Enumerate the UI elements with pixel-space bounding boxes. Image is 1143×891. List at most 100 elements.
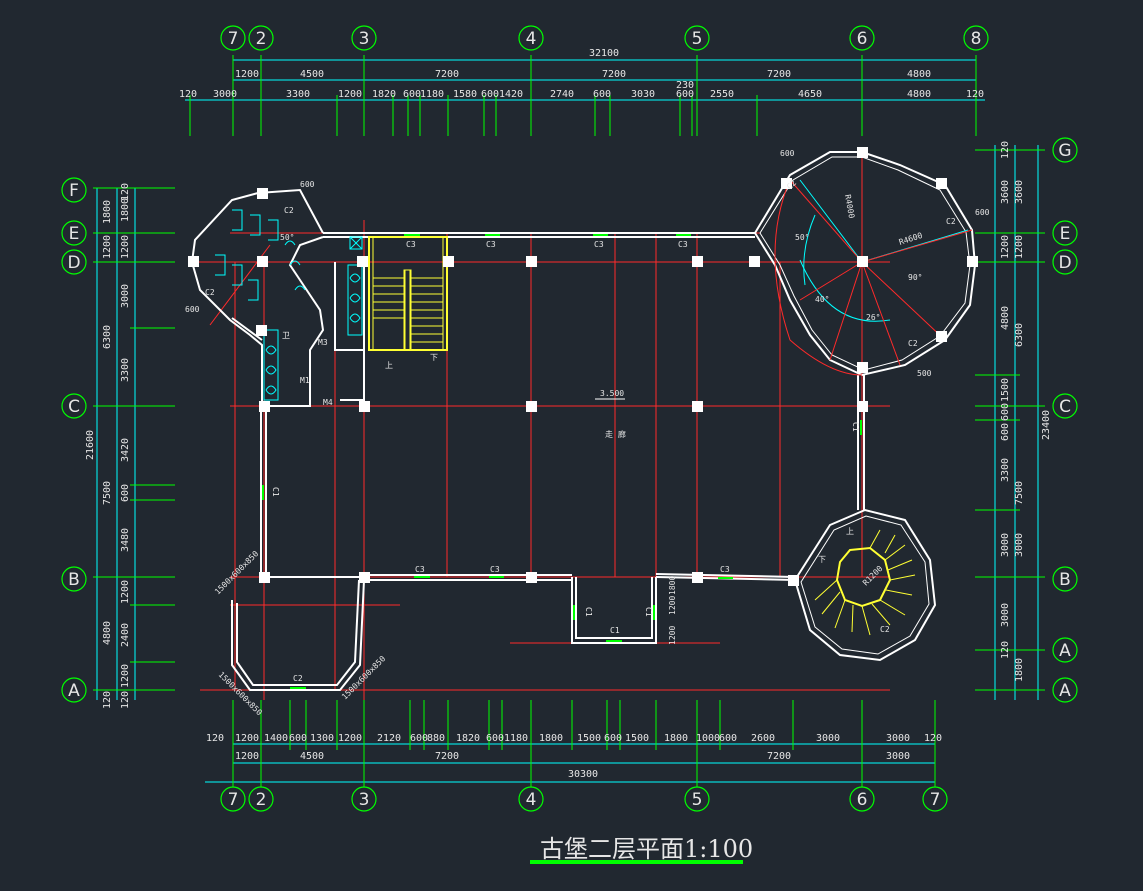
- axis-right-4-label: B: [1059, 570, 1071, 590]
- dim-left-row2-10: 1200: [120, 664, 131, 688]
- dim-bottom-row2-11: 1180: [504, 733, 528, 744]
- dim-top-row2-3: 1200: [338, 89, 362, 100]
- window-c3-2: C3: [486, 240, 496, 249]
- dim-bottom-row2-10: 600: [486, 733, 504, 744]
- wall-dim-2: 1200: [668, 596, 677, 615]
- dim-top-row1-4: 7200: [767, 69, 791, 80]
- axis-top-4-label: 5: [692, 29, 703, 49]
- window-c1-5: C1: [851, 422, 860, 432]
- dim-top-row2-7: 1580: [453, 89, 477, 100]
- dim-bottom-row2-7: 600: [410, 733, 428, 744]
- angle-2: 40°: [815, 295, 829, 304]
- window-c2-4: C2: [946, 217, 956, 226]
- window-c3-5: C3: [415, 565, 425, 574]
- dim-left-row2-11: 120: [120, 691, 131, 709]
- axis-bottom-3-label: 4: [526, 790, 537, 810]
- axis-top-3-label: 4: [526, 29, 537, 49]
- dim-top-row2-12: 3030: [631, 89, 655, 100]
- axis-left-4-label: B: [68, 570, 80, 590]
- dim-left-row2-7: 3480: [120, 528, 131, 552]
- axis-left-0-label: F: [69, 181, 79, 201]
- dim-top-small: 230: [676, 80, 694, 91]
- dim-top-row2-2: 3300: [286, 89, 310, 100]
- fixtures: [215, 179, 969, 401]
- window-c2-6: C2: [880, 625, 890, 634]
- dim-bottom-row2-0: 120: [206, 733, 224, 744]
- axis-top-2-bubble: [351, 25, 377, 51]
- dim-bottom-row2-15: 1500: [625, 733, 649, 744]
- dim-left-row2-5: 3420: [120, 438, 131, 462]
- axis-top-5-label: 6: [857, 29, 868, 49]
- dim-top-row2-1: 3000: [213, 89, 237, 100]
- dim-bottom-row2-3: 600: [289, 733, 307, 744]
- dim-top-row2-15: 4650: [798, 89, 822, 100]
- angle-4: 90°: [908, 273, 922, 282]
- axis-left-3-bubble: [61, 393, 87, 419]
- dim-bottom-row1-1: 4500: [300, 751, 324, 762]
- axis-right-6-bubble: [1052, 677, 1078, 703]
- dim-bottom-row2-19: 2600: [751, 733, 775, 744]
- axis-bottom-0-label: 7: [228, 790, 239, 810]
- axis-bottom-2-label: 3: [359, 790, 370, 810]
- dim-right-total: 23400: [1041, 410, 1052, 440]
- dim-top-row2-13: 600: [676, 89, 694, 100]
- dim-bottom-row2-21: 3000: [886, 733, 910, 744]
- room-label: 走 廊: [605, 429, 626, 439]
- dim-right-row2-8: 3000: [1000, 533, 1011, 557]
- dim-bottom-row2-2: 1400: [264, 733, 288, 744]
- stair-up-label: 上: [385, 361, 393, 370]
- axis-left-1-bubble: [61, 220, 87, 246]
- stair-down-label: 下: [430, 353, 438, 362]
- drawing-title-block: 古堡二层平面1:100: [530, 835, 753, 864]
- axis-bottom-0-bubble: [220, 786, 246, 812]
- window-c3-4: C3: [678, 240, 688, 249]
- dim-top-row1-0: 1200: [235, 69, 259, 80]
- window-c3-1: C3: [406, 240, 416, 249]
- dim-left-row2-2: 1200: [120, 235, 131, 259]
- dim-left-row1-4: 4800: [102, 621, 113, 645]
- bay-width-4: 600: [185, 305, 200, 314]
- dim-top-row2-6: 1180: [420, 89, 444, 100]
- axis-left-2-bubble: [61, 249, 87, 275]
- dim-bottom-row2-17: 1000: [696, 733, 720, 744]
- axis-top-3-bubble: [518, 25, 544, 51]
- axis-top-6-bubble: [963, 25, 989, 51]
- window-c3-6: C3: [490, 565, 500, 574]
- elevation-label: 3.500: [600, 389, 624, 398]
- title-underline: [530, 860, 743, 864]
- bay-window-1: 1500x600x850: [213, 549, 260, 596]
- axis-bottom-1-label: 2: [256, 790, 267, 810]
- axis-right-2-bubble: [1052, 249, 1078, 275]
- axis-left-2-label: D: [67, 253, 80, 273]
- axis-right-1-label: E: [1060, 224, 1071, 244]
- dim-top-total: 32100: [589, 48, 619, 59]
- bay-width-1: 600: [300, 180, 315, 189]
- dim-bottom-row2-8: 880: [427, 733, 445, 744]
- axis-bottom-1-bubble: [248, 786, 274, 812]
- dim-bottom-row2-16: 1800: [664, 733, 688, 744]
- dim-top-row2-8: 600: [481, 89, 499, 100]
- window-marks: [262, 234, 862, 689]
- bath-label: 卫: [282, 331, 290, 340]
- angle-5: 50°: [280, 233, 294, 242]
- door-m3: M3: [318, 338, 328, 347]
- dim-right-row1-0: 3600: [1014, 180, 1025, 204]
- dim-left-row1-5: 120: [102, 691, 113, 709]
- dim-right-row2-9: 3000: [1000, 603, 1011, 627]
- dim-left-row2-8: 1200: [120, 580, 131, 604]
- dim-bottom-row1-2: 7200: [435, 751, 459, 762]
- axis-bottom-6-label: 7: [930, 790, 941, 810]
- dim-right-row2-1: 3600: [1000, 180, 1011, 204]
- dim-right-row1-4: 3000: [1014, 533, 1025, 557]
- axis-top-1-bubble: [248, 25, 274, 51]
- axis-right-0-label: G: [1058, 141, 1071, 161]
- dim-bottom-row2-20: 3000: [816, 733, 840, 744]
- radius-small-label: R4000: [843, 194, 856, 219]
- dim-right-row2-3: 4800: [1000, 306, 1011, 330]
- axis-bottom-5-label: 6: [857, 790, 868, 810]
- axis-left-0-bubble: [61, 177, 87, 203]
- window-c2-5: C2: [908, 339, 918, 348]
